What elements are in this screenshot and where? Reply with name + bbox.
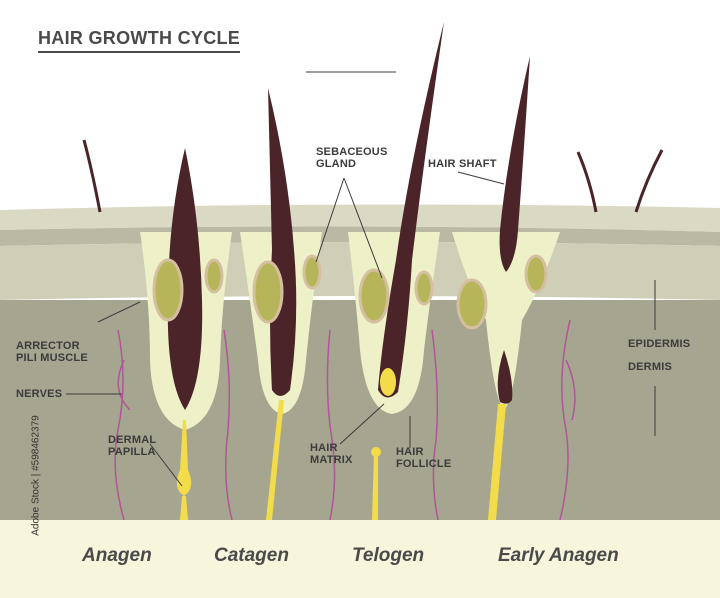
label-nerves: NERVES [16, 388, 63, 400]
label-epidermis: EPIDERMIS [628, 338, 691, 350]
gland-telogen-right [414, 270, 434, 306]
phase-label-telogen: Telogen [352, 545, 425, 566]
label-hair-matrix: HAIR MATRIX [310, 442, 353, 466]
gland-catagen-right [302, 254, 322, 290]
label-dermis: DERMIS [628, 361, 672, 373]
phase-label-anagen: Anagen [82, 545, 152, 566]
stock-credit: Adobe Stock | #598462379 [30, 415, 42, 536]
papilla-strand-early-anagen [488, 404, 506, 520]
surface-hair-right-1 [576, 151, 598, 213]
label-hair-follicle: HAIR FOLLICLE [396, 446, 452, 470]
phase-label-early-anagen: Early Anagen [498, 545, 619, 566]
papilla-strand-catagen [266, 400, 284, 520]
label-arrector-pili-muscle: ARRECTOR PILI MUSCLE [16, 340, 88, 364]
papilla-strand-telogen [372, 452, 378, 520]
gland-anagen-right [204, 258, 224, 294]
surface-hair-left [82, 139, 102, 213]
hair-anagen [167, 148, 203, 410]
gland-early-anagen-right [524, 254, 548, 294]
phase-label-catagen: Catagen [214, 545, 289, 566]
leader-lines [66, 71, 656, 487]
page-title: HAIR GROWTH CYCLE [38, 28, 241, 53]
label-hair-shaft: HAIR SHAFT [428, 158, 497, 170]
sky-background [0, 0, 720, 210]
gland-early-anagen-left [456, 278, 488, 330]
gland-catagen-left [252, 260, 284, 324]
new-hair-early-anagen [497, 350, 513, 404]
label-sebaceous-gland: SEBACEOUS GLAND [316, 146, 388, 170]
label-dermal-papilla: DERMAL PAPILLA [108, 434, 157, 458]
hair-bulb-telogen [380, 368, 396, 396]
hair-early-anagen [499, 56, 530, 272]
subcutis-layer [0, 520, 720, 598]
surface-hair-right-2 [634, 149, 664, 213]
nerves [114, 319, 576, 521]
dermal-papilla-anagen [176, 420, 192, 520]
hair-telogen [378, 22, 444, 398]
gland-anagen-left [152, 258, 184, 322]
gland-telogen-left [358, 268, 390, 324]
